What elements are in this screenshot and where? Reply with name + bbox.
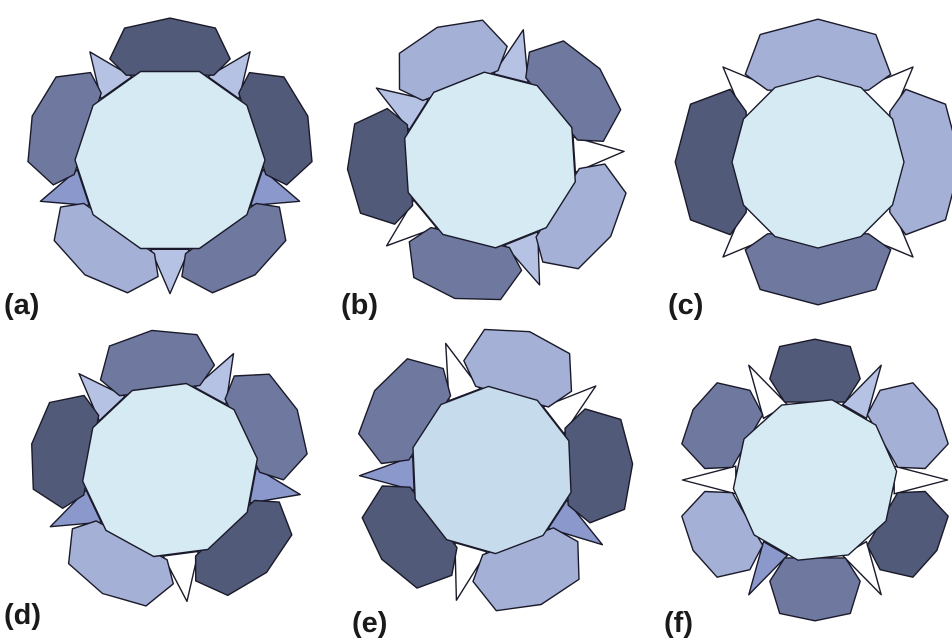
panel-a-side-face [39, 168, 91, 207]
panel-f-central-face [732, 399, 898, 561]
panel-a-side-face [249, 168, 301, 207]
panel-d: (d) [4, 329, 308, 631]
panel-a-side-face [89, 51, 133, 100]
panel-d-rim-face [194, 499, 293, 597]
panel-a-rim-face [109, 17, 231, 76]
panel-c-label: (c) [668, 289, 703, 321]
panel-a-side-face [150, 248, 190, 295]
panel-b-rim-face [535, 163, 627, 270]
panel-c-rim-face [674, 88, 747, 236]
panel-a-central-face [74, 70, 266, 250]
panel-d-rim-face [31, 394, 100, 509]
panel-e-rim-face [361, 485, 458, 589]
panel-d-side-face [194, 353, 235, 406]
panel-d-side-face [49, 489, 103, 528]
panel-a-rim-face [27, 71, 102, 186]
panel-b-rim-face [525, 40, 622, 143]
panel-d-side-face [78, 373, 126, 422]
panel-c-rim-face [744, 233, 892, 306]
panel-d-geometry [31, 329, 308, 607]
panel-e: (e) [352, 328, 634, 639]
panel-c-rim-face [889, 88, 952, 236]
panel-b-central-face [404, 71, 576, 249]
panel-d-rim-face [99, 329, 216, 397]
panel-f-side-face [748, 540, 789, 596]
panel-d-side-face [248, 467, 301, 504]
panel-d-rim-face [224, 373, 308, 481]
panel-f-rim-face [681, 490, 764, 578]
panel-d-central-face [81, 382, 258, 558]
panel-b-rim-face [398, 19, 508, 102]
panel-a-rim-face [181, 202, 287, 294]
panel-d-label: (d) [4, 599, 41, 631]
panel-e-central-face [412, 385, 572, 555]
panel-f-geometry [681, 338, 949, 622]
panel-e-rim-face [358, 358, 452, 465]
panel-b-side-face [572, 136, 625, 174]
panel-c-central-face [731, 75, 905, 249]
panel-b-label: (b) [341, 289, 378, 321]
panel-c-rim-face [744, 18, 892, 91]
panel-a-geometry [27, 17, 313, 295]
panel-b-geometry [346, 19, 627, 301]
panel-d-side-face [162, 550, 200, 603]
panel-b-side-face [504, 231, 541, 286]
panel-c-geometry [674, 18, 952, 306]
panel-f-side-face [841, 364, 882, 420]
panel-b-side-face [493, 29, 529, 84]
panel-e-label: (e) [352, 607, 387, 639]
panel-a-rim-face [238, 71, 313, 186]
panel-f: (f) [664, 338, 949, 639]
panel-a-rim-face [53, 202, 159, 294]
panel-c: (c) [668, 18, 952, 321]
panel-f-rim-face [769, 338, 861, 403]
panel-a: (a) [4, 17, 313, 321]
panel-b: (b) [341, 19, 627, 321]
panel-e-geometry [358, 328, 634, 612]
panel-f-label: (f) [664, 607, 693, 639]
panel-f-rim-face [866, 382, 949, 470]
panel-f-rim-face [769, 557, 861, 622]
panel-e-rim-face [564, 408, 634, 524]
panel-d-rim-face [67, 520, 175, 607]
panel-a-label: (a) [4, 289, 39, 321]
panel-a-side-face [207, 51, 251, 100]
panel-b-rim-face [346, 107, 414, 225]
